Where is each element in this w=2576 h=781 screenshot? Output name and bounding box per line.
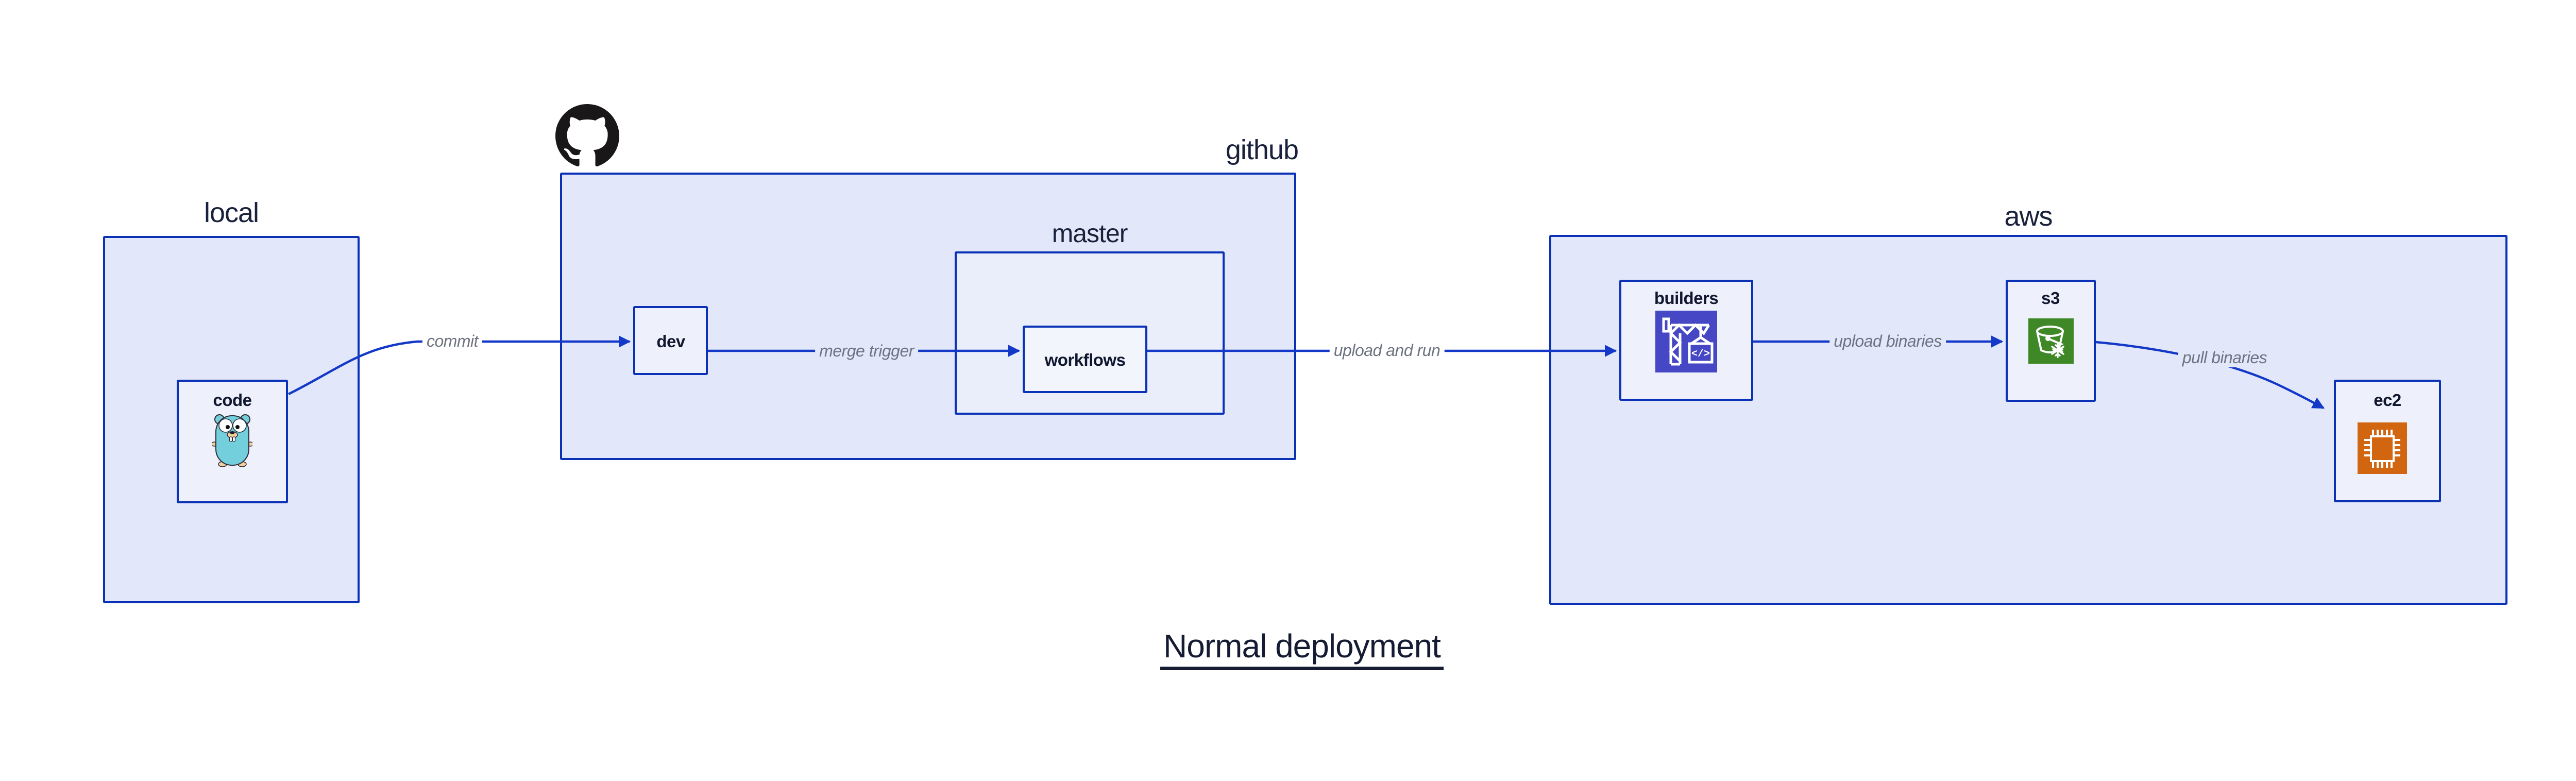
ec2-chip-icon (2358, 422, 2407, 474)
s3-node-label: s3 (2041, 288, 2060, 308)
edge-label-pull-binaries: pull binaries (2178, 348, 2272, 367)
ec2-node-label: ec2 (2374, 390, 2401, 410)
svg-text:</>: </> (1691, 348, 1710, 360)
dev-node-label: dev (656, 332, 685, 351)
builders-node-box (1619, 280, 1753, 401)
local-group-label: local (204, 197, 259, 228)
builders-node-label: builders (1654, 288, 1719, 308)
code-node-label: code (213, 390, 252, 410)
edge-label-upload-and-run: upload and run (1329, 341, 1445, 360)
dev-node-box (633, 306, 708, 375)
workflows-node-box (1023, 326, 1147, 393)
edge-label-commit: commit (422, 331, 483, 351)
edge-label-upload-binaries: upload binaries (1829, 331, 1946, 351)
codebuild-crane-icon: </> (1655, 311, 1717, 372)
edge-label-merge-trigger: merge trigger (815, 341, 918, 361)
github-octocat-icon (555, 104, 619, 166)
workflows-node-label: workflows (1044, 350, 1126, 369)
github-group-label: github (1225, 134, 1299, 165)
aws-group-label: aws (2004, 201, 2053, 232)
go-gopher-icon (212, 414, 252, 467)
diagram-title: Normal deployment (1160, 630, 1444, 670)
master-group-label: master (1052, 219, 1128, 248)
s3-bucket-icon (2028, 318, 2074, 364)
